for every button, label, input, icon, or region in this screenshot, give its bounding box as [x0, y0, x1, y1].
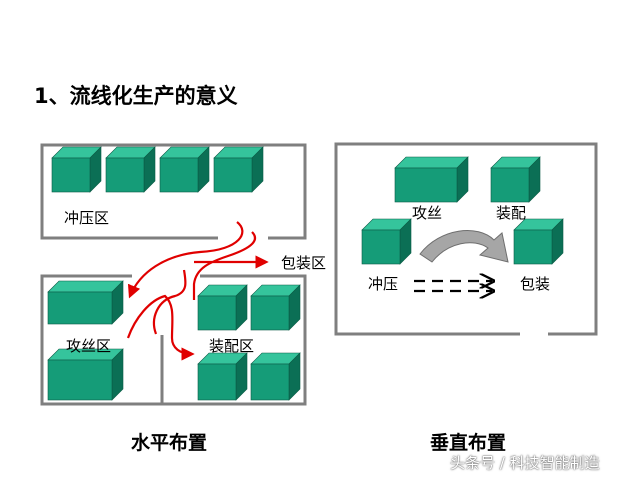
zone-label-assembly: 装配区 — [209, 337, 255, 355]
flow-arrow-tapping-to-assembly — [126, 294, 195, 361]
machine-tapping-vertical — [394, 156, 469, 203]
machine-assembly-3 — [197, 352, 248, 401]
watermark: 头条号 / 科技智能制造 — [450, 454, 600, 472]
machine-assembly-4 — [250, 352, 301, 401]
machine-tapping-1 — [47, 280, 124, 325]
machine-stamping-4 — [213, 146, 264, 193]
vertical-layout-room-wall — [334, 142, 598, 336]
flow-arrow-stamping-to-packing — [192, 231, 266, 300]
machine-stamping-2 — [105, 146, 156, 193]
station-label-assembly: 装配 — [496, 204, 527, 222]
stamping-room-wall — [40, 143, 307, 240]
machine-stamping-1 — [51, 146, 102, 193]
machine-tapping-2 — [47, 348, 124, 401]
zone-label-tapping: 攻丝区 — [66, 337, 112, 355]
vertical-layout-caption: 垂直布置 — [430, 432, 507, 454]
machine-stamping-vertical — [361, 218, 412, 265]
horizontal-layout-walls — [40, 143, 307, 406]
machine-packing-vertical — [513, 218, 564, 265]
page-title: 1、流线化生产的意义 — [34, 84, 238, 108]
flow-arrow-assembly-loop — [152, 269, 187, 335]
zone-label-packing: 包装区 — [281, 254, 327, 272]
station-label-stamping: 冲压 — [368, 275, 399, 293]
machine-assembly-2 — [250, 284, 301, 331]
machine-stamping-3 — [159, 146, 210, 193]
material-flow-arrows — [126, 221, 266, 361]
zone-label-stamping: 冲压区 — [64, 209, 110, 227]
station-label-tapping: 攻丝 — [412, 204, 443, 222]
flow-arrow-stamping-to-tapping — [127, 221, 244, 299]
machine-assembly-vertical — [490, 156, 541, 203]
horizontal-layout-caption: 水平布置 — [131, 432, 208, 454]
tapping-to-assembly-curved-arrow — [419, 230, 509, 263]
station-label-packing: 包装 — [520, 275, 551, 293]
machine-assembly-1 — [197, 284, 248, 331]
lower-room-wall — [40, 274, 307, 406]
vertical-layout-walls — [334, 142, 598, 336]
